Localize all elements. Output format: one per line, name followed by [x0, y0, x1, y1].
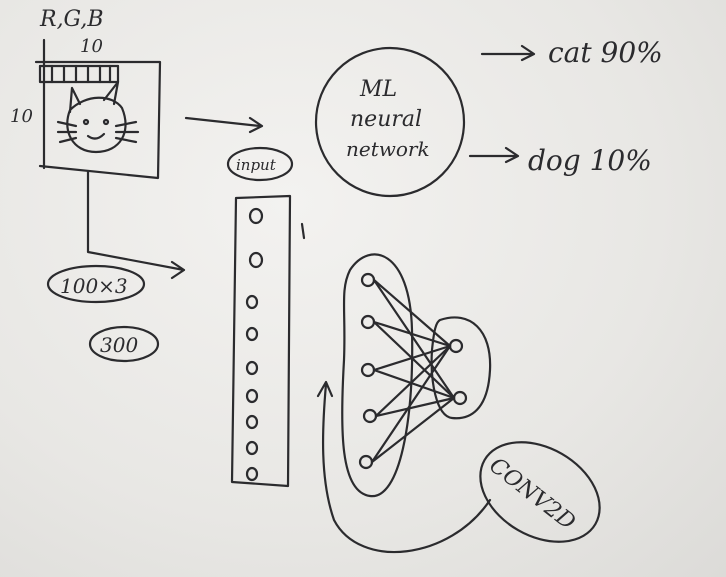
input-neuron [245, 294, 259, 310]
conv-node [448, 338, 464, 354]
input-oval [226, 146, 294, 182]
input-neuron [248, 207, 264, 225]
conv2d-oval [479, 441, 601, 543]
input-neuron [248, 251, 264, 269]
conv-node [362, 408, 378, 424]
shape-label: 100×3 [60, 274, 128, 298]
input-neuron [245, 466, 259, 482]
input-neuron [245, 360, 259, 376]
input-column [230, 194, 292, 488]
total-label: 300 [100, 333, 138, 357]
model-label-line1: ML [359, 77, 397, 102]
input-neurons [245, 207, 264, 482]
dog-output-label: dog 10% [528, 144, 652, 177]
input-column-tick [300, 222, 306, 240]
conv-node [360, 362, 376, 378]
conv2d-label: CONV2D [484, 453, 580, 536]
model-circle [314, 46, 466, 198]
dog-arrow [468, 146, 520, 164]
conv-node [360, 314, 376, 330]
shape-oval [46, 264, 146, 304]
channels-label: R,G,B [39, 7, 104, 32]
conv-node [452, 390, 468, 406]
image-to-input-arrow [184, 116, 264, 134]
height-label: 10 [10, 106, 33, 127]
input-label: input [236, 156, 277, 174]
input-neuron [245, 440, 259, 456]
conv-to-input-arrow [316, 380, 492, 553]
conv-node [358, 454, 374, 470]
input-neuron [245, 414, 259, 430]
conv-node [360, 272, 376, 288]
cat-output-label: cat 90% [548, 36, 663, 69]
flatten-arrow [86, 170, 186, 280]
model-label-line3: network [346, 137, 430, 161]
cat-drawing [56, 80, 140, 154]
cat-image-frame [34, 38, 162, 180]
input-neuron [245, 326, 259, 342]
input-neuron [245, 388, 259, 404]
model-label-line2: neural [350, 107, 422, 132]
width-label: 10 [80, 36, 103, 57]
total-oval [88, 325, 160, 363]
cat-arrow [480, 44, 536, 62]
conv-connections [370, 278, 456, 464]
conv-layer1-oval [341, 253, 414, 498]
